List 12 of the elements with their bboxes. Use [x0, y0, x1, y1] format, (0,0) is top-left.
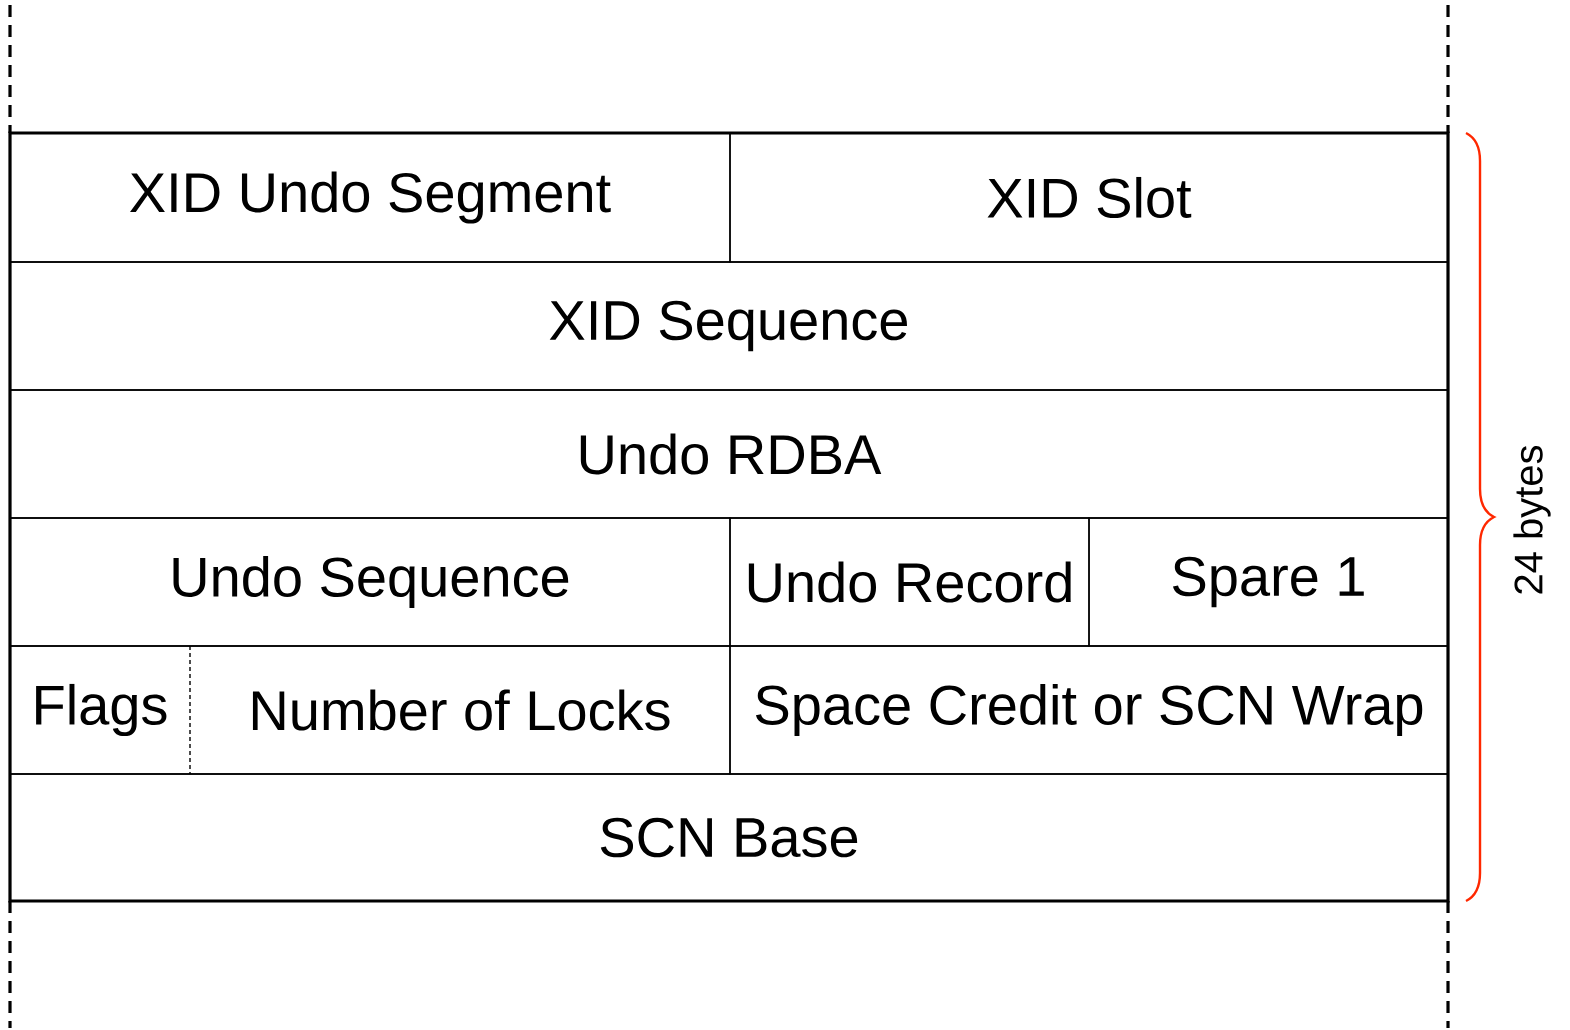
- field-cell: XID Sequence: [9, 261, 1449, 391]
- field-cell: Number of Locks: [189, 645, 731, 775]
- field-cell: Spare 1: [1088, 517, 1449, 647]
- dimension-label: 24 bytes: [1513, 445, 1551, 594]
- field-cell: Space Credit or SCN Wrap: [729, 645, 1449, 775]
- node-label: XID Undo Segment: [130, 171, 611, 224]
- field-cell: XID Slot: [729, 132, 1449, 263]
- field-cell: Flags: [9, 645, 191, 775]
- field-cell: SCN Base: [9, 773, 1449, 902]
- field-cell: Undo RDBA: [9, 389, 1449, 519]
- field-cell: Undo Record: [729, 517, 1090, 647]
- field-cell: Undo Sequence: [9, 517, 731, 647]
